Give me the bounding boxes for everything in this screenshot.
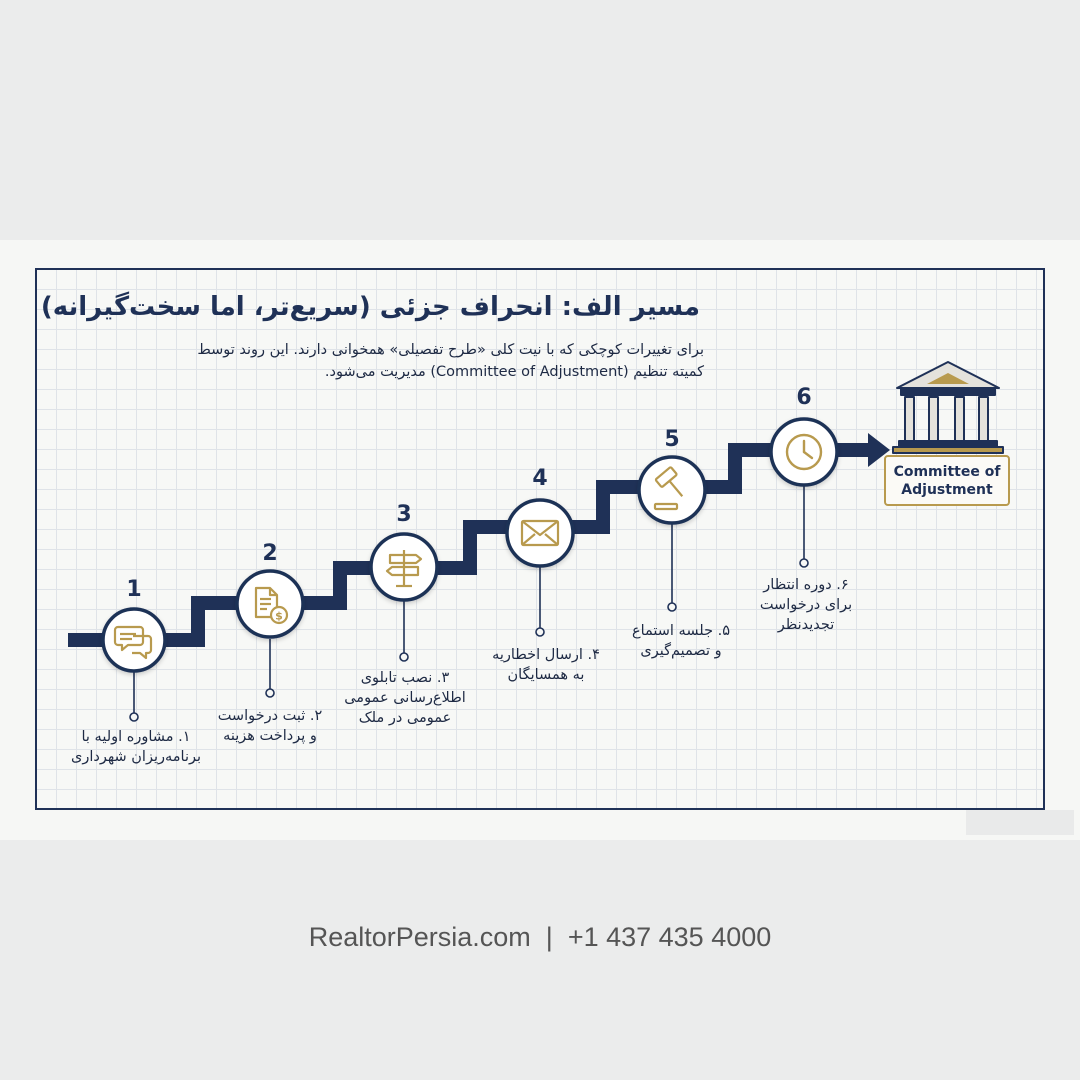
subtitle-line-1: برای تغییرات کوچکی که با نیت کلی «طرح تف… [197,342,704,358]
page-title: مسیر الف: انحراف جزئی (سریع‌تر، اما سخت‌… [40,292,700,322]
step-number-4: 4 [532,466,548,491]
chat-bubbles-icon [113,625,153,660]
step-label-6-line-2: برای درخواست [759,597,853,613]
connector-dot-5 [667,602,677,612]
step-label-6-line-3: تجدیدنظر [777,617,835,633]
subtitle-line-2: کمیته تنظیم (Committee of Adjustment) مد… [324,364,704,380]
step-number-6: 6 [796,385,812,410]
step-label-5-line-2: و تصمیم‌گیری [640,643,722,659]
destination-label-line-1: Committee of [893,463,1001,480]
step-label-3-line-2: اطلاع‌رسانی عمومی [344,690,466,706]
step-label-1: ۱. مشاوره اولیه با برنامه‌ریزان شهرداری [71,727,201,767]
clock-icon [785,433,823,471]
step-label-5-line-1: ۵. جلسه استماع [631,623,731,639]
connector-dot-1 [129,712,139,722]
panel-edge-strip [966,810,1074,835]
document-dollar-icon: $ [254,586,289,625]
svg-text:$: $ [275,610,283,623]
step-label-6: ۶. دوره انتظار برای درخواست تجدیدنظر [760,575,852,635]
step-label-3: ۳. نصب تابلوی اطلاع‌رسانی عمومی عمومی در… [344,668,466,728]
step-circle-4 [505,498,575,568]
footer-contact: RealtorPersia.com | +1 437 435 4000 [308,922,772,952]
step-number-1: 1 [126,577,142,602]
step-label-5: ۵. جلسه استماع و تصمیم‌گیری [632,621,730,661]
step-label-4-line-1: ۴. ارسال اخطاریه [492,647,600,663]
destination-label: Committee of Adjustment [884,455,1010,506]
envelope-icon [520,519,560,547]
courthouse-icon [892,361,1004,454]
signpost-icon [385,550,423,588]
step-label-4: ۴. ارسال اخطاریه به همسایگان [492,645,600,685]
step-label-2-line-1: ۲. ثبت درخواست [217,708,323,724]
step-label-4-line-2: به همسایگان [507,667,585,683]
staircase-path [68,443,874,647]
step-label-3-line-3: عمومی در ملک [358,710,452,726]
destination-label-line-2: Adjustment [901,481,993,498]
step-label-3-line-1: ۳. نصب تابلوی [360,670,450,686]
step-circle-1 [101,607,167,673]
connector-dot-4 [535,627,545,637]
step-label-2: ۲. ثبت درخواست و پرداخت هزینه [218,706,323,746]
step-number-3: 3 [396,502,412,527]
connector-dot-6 [799,558,809,568]
step-number-5: 5 [664,427,680,452]
step-number-2: 2 [262,541,278,566]
path-arrowhead [868,433,890,467]
step-label-6-line-1: ۶. دوره انتظار [763,577,849,593]
step-label-1-line-2: برنامه‌ریزان شهرداری [70,749,202,765]
step-label-1-line-1: ۱. مشاوره اولیه با [81,729,191,745]
diagram-frame [35,268,1045,810]
connector-dot-2 [265,688,275,698]
gavel-icon [653,466,684,511]
step-label-2-line-2: و پرداخت هزینه [223,728,317,744]
connector-dot-3 [399,652,409,662]
